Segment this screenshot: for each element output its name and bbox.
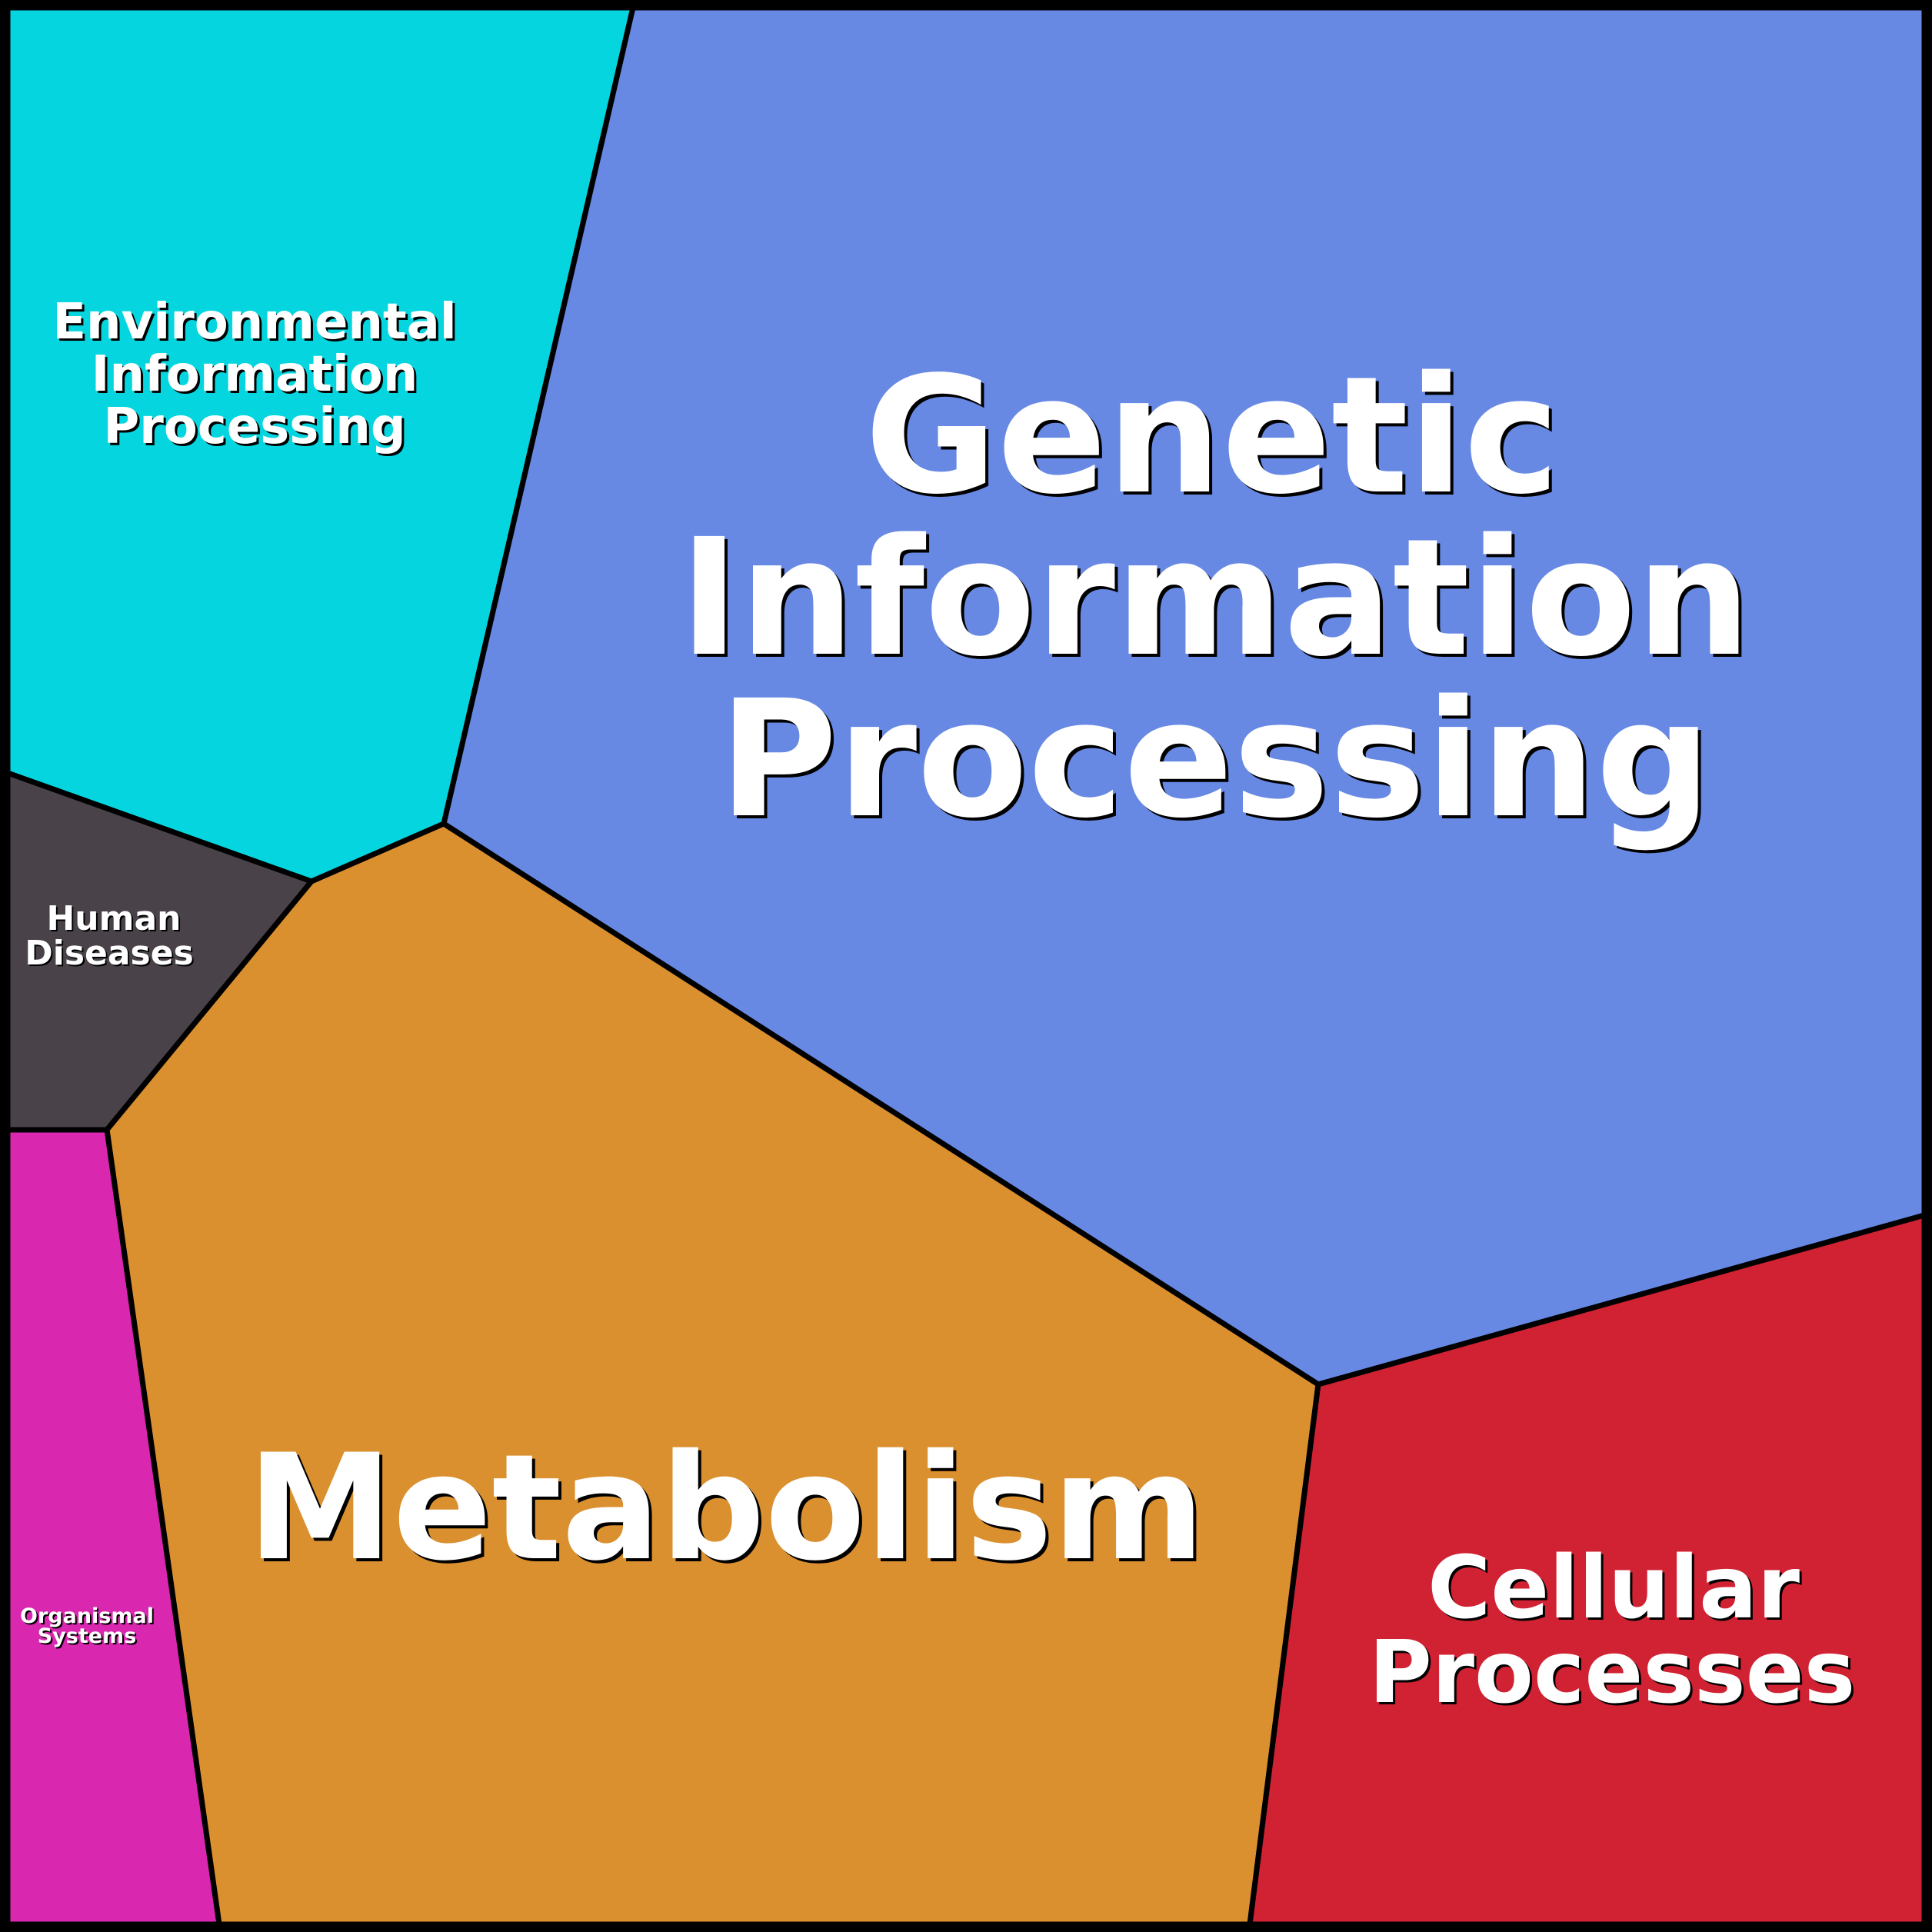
region-label-shadow: Organismal (22, 1606, 155, 1630)
region-human-diseases-label-line2: Diseases (25, 934, 194, 973)
region-label-shadow: Processing (722, 668, 1714, 857)
region-label-shadow: Cellular (1430, 1541, 1802, 1641)
region-label-shadow: Human (48, 901, 182, 940)
region-cellular-label-line1: Cellular (1427, 1538, 1800, 1638)
region-genetic: Genetic Genetic Information Information … (441, 5, 1927, 1387)
region-label-shadow: Environmental (55, 296, 458, 353)
region-label-shadow: Processes (1371, 1625, 1858, 1725)
region-label-shadow: Processing (105, 401, 408, 458)
region-genetic-label-line1: Genetic (864, 341, 1560, 530)
region-organismal-label-line2: Systems (38, 1624, 137, 1648)
region-metabolism: Metabolism Metabolism (104, 821, 1321, 1927)
region-label-shadow: Information (94, 348, 421, 405)
region-label-shadow: Systems (39, 1626, 138, 1650)
region-organismal-label-line1: Organismal (20, 1604, 154, 1628)
region-human-diseases: Human Human Diseases Diseases (5, 770, 315, 1133)
region-environmental-label-line2: Information (92, 346, 418, 403)
region-human-diseases-label-line1: Human (46, 899, 181, 938)
region-cellular-label-line2: Processes (1369, 1623, 1856, 1723)
region-environmental-label-line1: Environmental (52, 294, 456, 351)
region-label-shadow: Diseases (26, 935, 195, 974)
region-label-shadow: Information (682, 507, 1754, 695)
region-environmental-label-line3: Processing (103, 398, 405, 455)
region-genetic-label-line2: Information (679, 504, 1751, 692)
region-label-shadow: Metabolism (251, 1426, 1208, 1596)
region-metabolism-label: Metabolism (248, 1423, 1205, 1593)
region-genetic-label-line3: Processing (719, 665, 1711, 854)
region-label-shadow: Genetic (868, 345, 1563, 533)
